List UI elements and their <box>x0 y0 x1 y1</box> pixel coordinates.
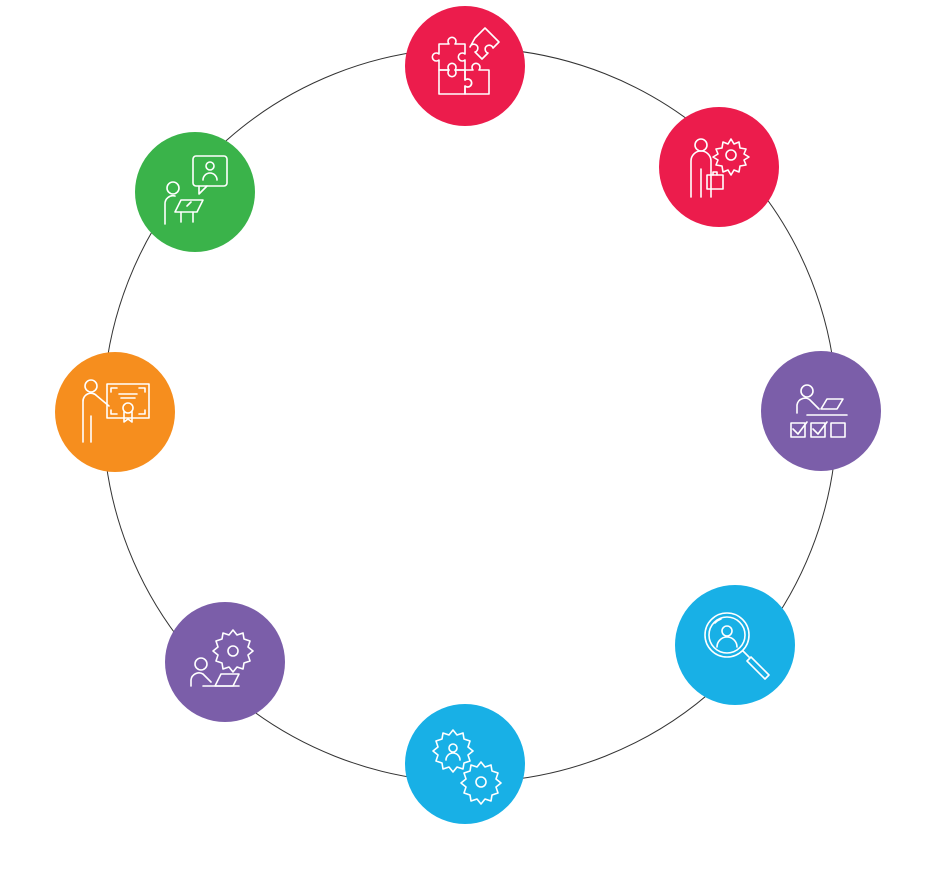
node-person-gear <box>659 107 779 227</box>
laptop-gear-icon <box>190 629 254 687</box>
node-certificate <box>55 352 175 472</box>
node-puzzle <box>405 6 525 126</box>
node-checklist <box>761 351 881 471</box>
puzzle-icon <box>431 27 500 95</box>
checklist-icon <box>790 384 848 438</box>
node-chat-tablet <box>135 132 255 252</box>
node-person-gears <box>405 704 525 824</box>
certificate-presentation-icon <box>82 379 150 443</box>
person-gears-icon <box>432 729 502 805</box>
person-search-icon <box>704 612 770 680</box>
node-laptop-gear <box>165 602 285 722</box>
chat-tablet-icon <box>164 155 228 225</box>
person-gear-icon <box>690 138 750 198</box>
node-person-search <box>675 585 795 705</box>
